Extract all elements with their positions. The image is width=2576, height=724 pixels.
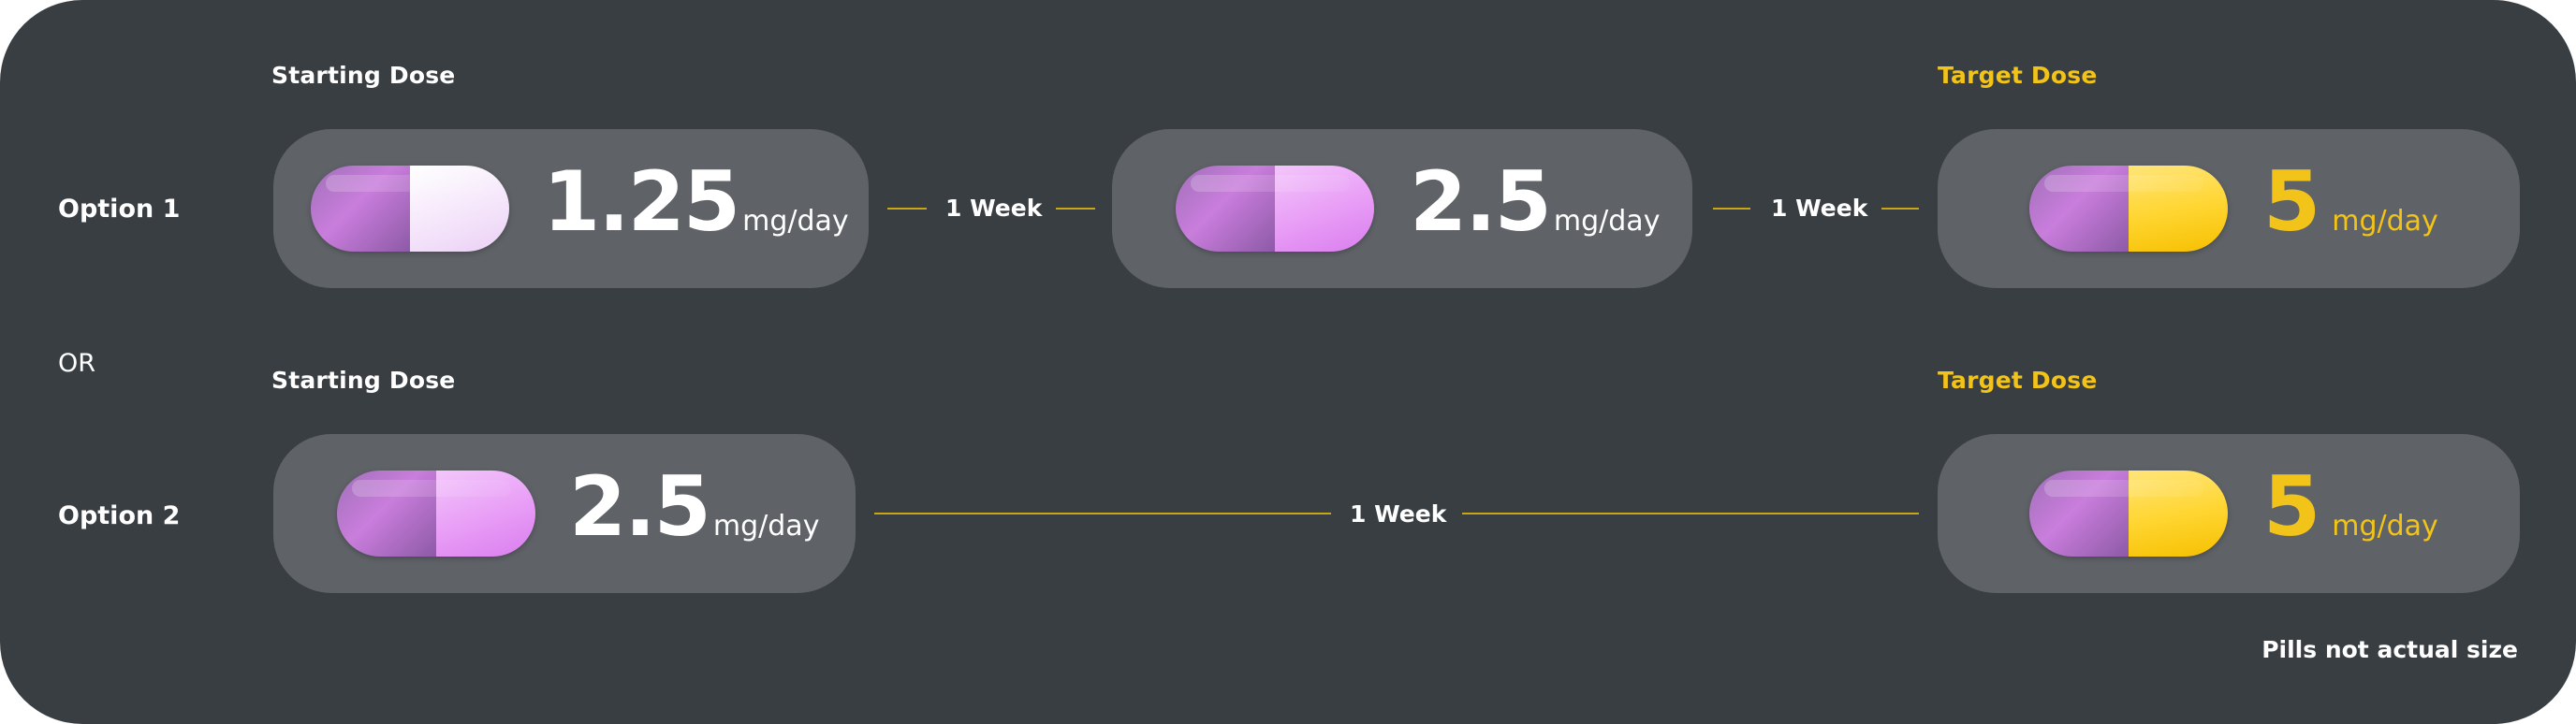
- pill-icon: [311, 166, 509, 252]
- interval-label-3: 1 Week: [1350, 500, 1447, 528]
- connector-line: [1881, 208, 1919, 210]
- option-2-label: Option 2: [58, 501, 181, 530]
- target-dose-heading-1: Target Dose: [1938, 62, 2098, 89]
- footnote: Pills not actual size: [2261, 636, 2518, 663]
- connector-line: [1056, 208, 1095, 210]
- target-dose-heading-2: Target Dose: [1938, 367, 2098, 394]
- starting-dose-heading-2: Starting Dose: [271, 367, 456, 394]
- interval-label-2: 1 Week: [1771, 195, 1868, 222]
- pill-icon: [2029, 166, 2228, 252]
- interval-label-1: 1 Week: [945, 195, 1043, 222]
- connector-line: [1713, 208, 1750, 210]
- connector-line: [887, 208, 927, 210]
- option-1-label: Option 1: [58, 195, 181, 224]
- pill-icon: [1176, 166, 1374, 252]
- or-label: OR: [58, 349, 96, 378]
- pill-icon: [337, 471, 535, 557]
- connector-line: [1462, 513, 1919, 514]
- starting-dose-heading-1: Starting Dose: [271, 62, 456, 89]
- pill-icon: [2029, 471, 2228, 557]
- connector-line: [874, 513, 1331, 514]
